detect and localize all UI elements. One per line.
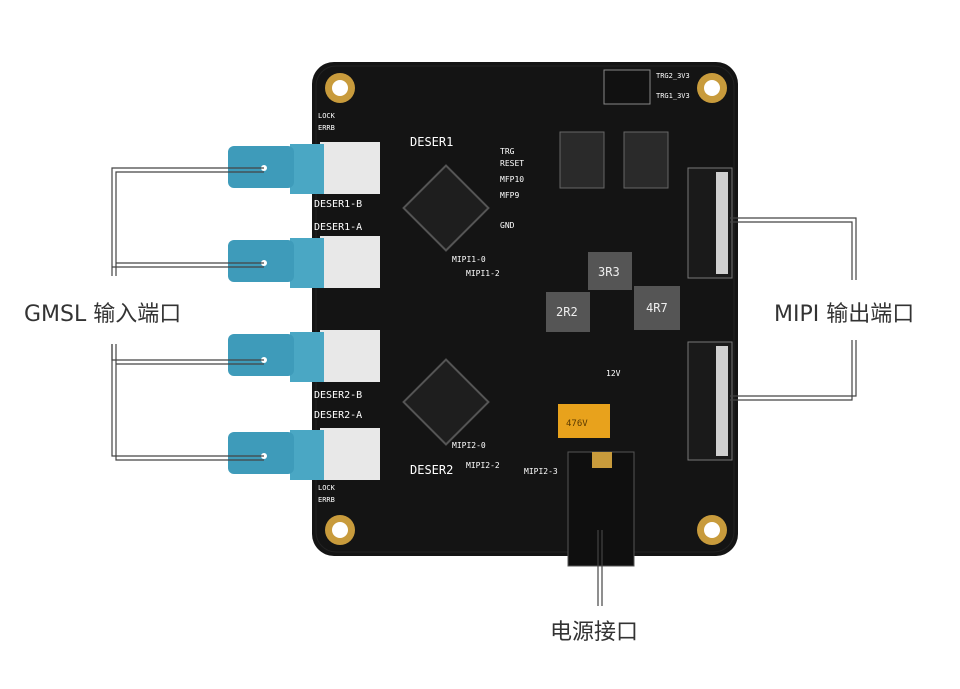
silk-3r3: 3R3 xyxy=(598,265,620,279)
dc-power-jack xyxy=(567,451,635,567)
silk-cap: 476V xyxy=(566,419,588,429)
silk-deser2: DESER2 xyxy=(410,463,453,477)
silk-4r7: 4R7 xyxy=(646,301,668,315)
power-leader-line xyxy=(597,530,603,606)
silk-mipi2-0: MIPI2-0 xyxy=(452,441,486,450)
pin-headers xyxy=(559,69,669,189)
silk-2r2: 2R2 xyxy=(556,305,578,319)
gmsl-input-label: GMSL 输入端口 xyxy=(24,302,182,327)
gmsl-leader-lines xyxy=(111,167,264,461)
mounting-holes xyxy=(325,73,727,545)
silk-gnd: GND xyxy=(500,221,515,230)
power-port-label: 电源接口 xyxy=(550,620,639,645)
deser-chip-2 xyxy=(402,358,490,446)
silk-reset: RESET xyxy=(500,159,524,168)
silk-lock: LOCK xyxy=(318,112,336,120)
deser-chip-1 xyxy=(402,164,490,252)
mipi-output-label: MIPI 输出端口 xyxy=(774,302,915,327)
silk-trg: TRG xyxy=(500,147,515,156)
silk-mfp9: MFP9 xyxy=(500,191,519,200)
gmsl-connector-2 xyxy=(228,236,380,288)
tantalum-capacitor xyxy=(558,404,610,438)
silk-mipi2-2: MIPI2-2 xyxy=(466,461,500,470)
silk-mipi1-0: MIPI1-0 xyxy=(452,255,486,264)
silk-mipi2-3: MIPI2-3 xyxy=(524,467,558,476)
silk-deser2-b: DESER2-B xyxy=(314,390,362,401)
silk-mipi1-2: MIPI1-2 xyxy=(466,269,500,278)
silk-deser1-a: DESER1-A xyxy=(314,222,362,233)
mipi-leader-lines xyxy=(730,217,857,401)
silk-deser2-a: DESER2-A xyxy=(314,410,362,421)
silk-lock2: LOCK xyxy=(318,484,336,492)
mipi-connector-2 xyxy=(687,341,733,461)
silk-12v: 12V xyxy=(606,369,621,378)
gmsl-connector-4 xyxy=(228,428,380,480)
silk-trg2-3v3: TRG2_3V3 xyxy=(656,72,690,80)
inductors xyxy=(546,252,680,332)
silk-mfp10: MFP10 xyxy=(500,175,524,184)
gmsl-connector-1 xyxy=(228,142,380,194)
gmsl-connector-3 xyxy=(228,330,380,382)
mipi-connector-1 xyxy=(687,167,733,279)
silk-deser1: DESER1 xyxy=(410,135,453,149)
silk-errb2: ERRB xyxy=(318,496,335,504)
silk-deser1-b: DESER1-B xyxy=(314,199,362,210)
silk-errb: ERRB xyxy=(318,124,335,132)
silk-trg1-3v3: TRG1_3V3 xyxy=(656,92,690,100)
